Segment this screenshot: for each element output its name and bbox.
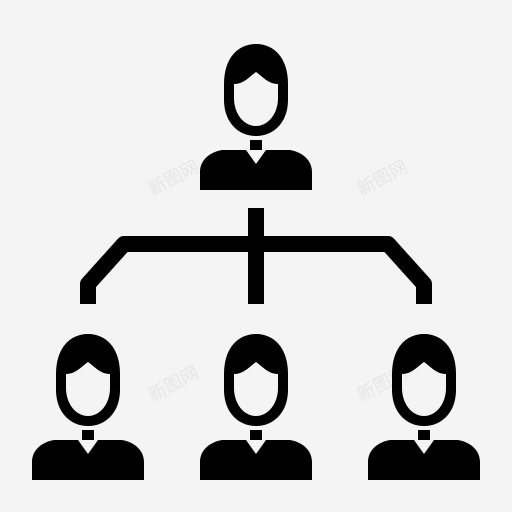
person-bottom-right bbox=[368, 334, 480, 480]
connector-lines bbox=[80, 208, 432, 304]
person-bottom-center bbox=[200, 334, 312, 480]
person-bottom-left bbox=[32, 334, 144, 480]
person-top bbox=[200, 44, 312, 190]
connector-branch bbox=[80, 236, 432, 304]
